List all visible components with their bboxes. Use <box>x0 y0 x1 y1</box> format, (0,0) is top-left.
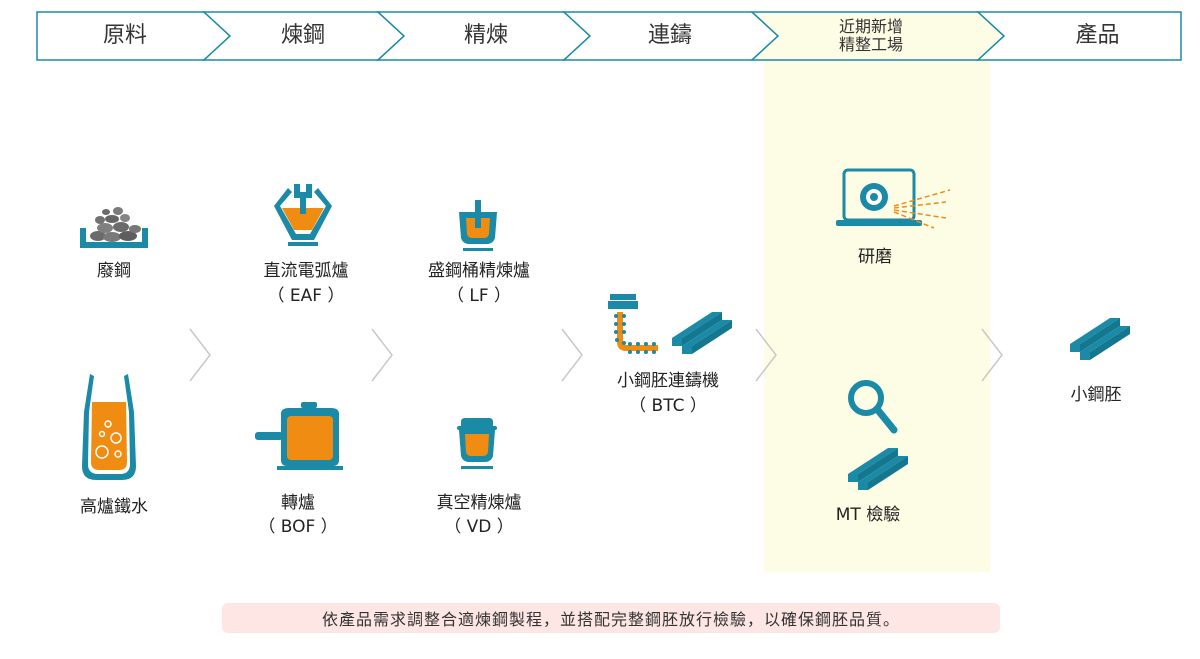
stage-label-finishing-line1: 近期新增 <box>838 17 903 36</box>
scrap-pile-icon <box>80 207 148 248</box>
mt-billet-icon <box>848 448 908 490</box>
product-billet-icon <box>1070 318 1130 360</box>
mt-inspection-label: MT 檢驗 <box>835 505 901 525</box>
flow-arrow-3 <box>561 328 583 382</box>
lf-name-label: 盛鋼桶精煉爐 <box>428 261 530 281</box>
flow-arrow-2 <box>371 328 393 382</box>
grinding-machine-icon <box>836 168 951 229</box>
flow-arrow-4 <box>755 328 777 382</box>
btc-code-label: （ BTC ） <box>629 396 707 416</box>
stage-label-refining: 精煉 <box>463 23 508 48</box>
stage-label-steelmaking: 煉鋼 <box>280 23 325 48</box>
stage-bar <box>36 11 1182 61</box>
vd-name-label: 真空精煉爐 <box>436 493 522 513</box>
grinding-label: 研磨 <box>858 247 892 267</box>
continuous-caster-icon <box>608 294 658 354</box>
eaf-name-label: 直流電弧爐 <box>263 261 349 281</box>
finishing-plant-highlight <box>764 60 990 572</box>
footer-note: 依產品需求調整合適煉鋼製程，並搭配完整鋼胚放行檢驗，以確保鋼胚品質。 <box>222 603 1000 633</box>
stage-chevron-product <box>976 11 1182 61</box>
vacuum-degasser-icon <box>457 418 497 469</box>
eaf-furnace-icon <box>274 184 332 246</box>
eaf-code-label: （ EAF ） <box>267 286 345 306</box>
hot-metal-label: 高爐鐵水 <box>80 497 148 517</box>
stage-label-product: 產品 <box>1075 23 1120 48</box>
stage-label-finishing: 近期新增 精整工場 <box>776 11 966 61</box>
billet-icon <box>672 312 732 354</box>
bof-name-label: 轉爐 <box>281 493 315 513</box>
btc-name-label: 小鋼胚連鑄機 <box>617 371 719 391</box>
bof-converter-icon <box>255 402 343 470</box>
flow-arrow-5 <box>981 328 1003 382</box>
magnifier-icon <box>848 380 898 434</box>
blast-furnace-ladle-icon <box>82 374 136 480</box>
product-billet-label: 小鋼胚 <box>1070 385 1122 405</box>
scrap-label: 廢鋼 <box>97 261 131 281</box>
ladle-furnace-icon <box>459 200 497 251</box>
vd-code-label: （ VD ） <box>444 517 514 537</box>
bof-code-label: （ BOF ） <box>258 517 338 537</box>
flow-arrow-1 <box>189 328 211 382</box>
stage-label-casting: 連鑄 <box>647 23 692 48</box>
stage-label-raw: 原料 <box>102 23 147 48</box>
stage-label-finishing-line2: 精整工場 <box>838 35 903 54</box>
lf-code-label: （ LF ） <box>446 286 512 306</box>
